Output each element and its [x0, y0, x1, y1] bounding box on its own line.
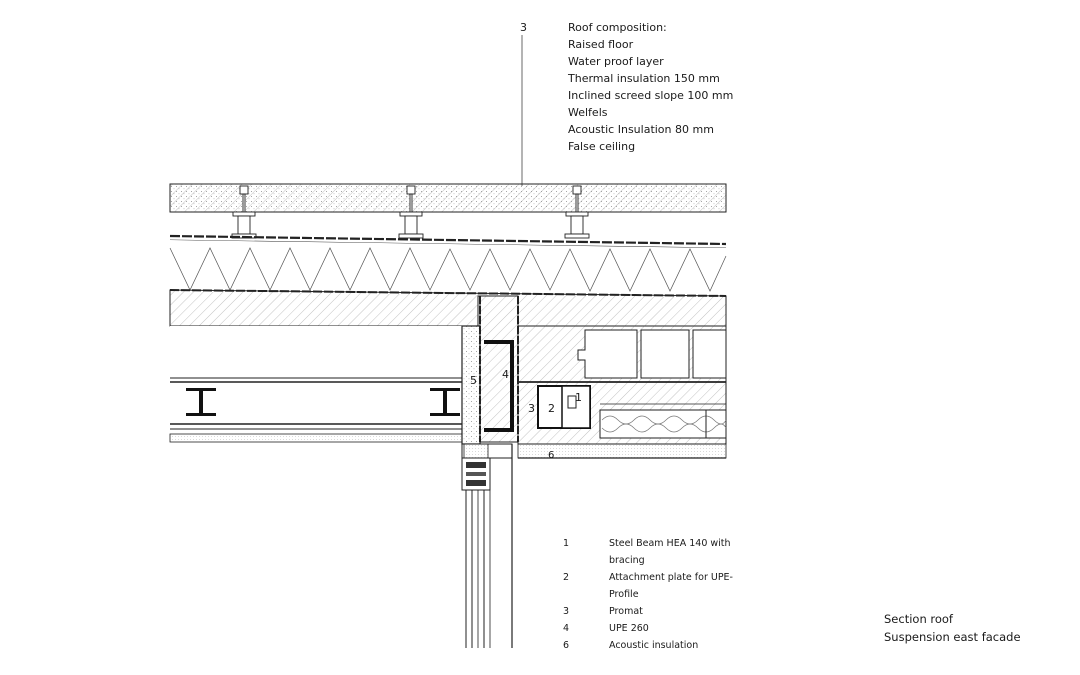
facade-mullion — [461, 443, 513, 648]
label-2: 2 — [548, 402, 555, 415]
raised-floor-slab — [169, 183, 727, 213]
legend-num: 4 — [563, 623, 570, 634]
legend-text: Attachment plate for UPE-Profile — [609, 572, 733, 600]
caption-title: Section roof — [884, 612, 953, 626]
label-6: 6 — [548, 450, 555, 461]
legend-text: Promat — [609, 606, 643, 617]
legend-num: 1 — [563, 538, 570, 549]
label-4: 4 — [502, 368, 509, 381]
legend-text: Acoustic insulation — [609, 640, 699, 651]
label-3: 3 — [528, 402, 535, 415]
legend-num: 3 — [563, 606, 570, 617]
roof-layer-5: Welfels — [568, 106, 608, 119]
roof-composition-title: Roof composition: — [568, 21, 667, 34]
roof-layer-4: Inclined screed slope 100 mm — [568, 89, 734, 102]
roof-layer-3: Thermal insulation 150 mm — [568, 72, 720, 85]
legend-num: 6 — [563, 640, 570, 651]
roof-layer-6: Acoustic Insulation 80 mm — [568, 123, 714, 136]
right-structure — [517, 325, 727, 459]
roof-layer-7: False ceiling — [568, 140, 636, 153]
steel-beam-left — [169, 326, 463, 443]
roof-layer-1: Raised floor — [568, 38, 634, 51]
legend-text: Steel Beam HEA 140 with bracing — [609, 538, 731, 566]
upe-260-profile — [484, 340, 514, 432]
inclined-screed — [169, 289, 727, 327]
legend-num: 2 — [563, 572, 570, 583]
label-5: 5 — [470, 374, 477, 387]
legend-text: UPE 260 — [609, 623, 649, 634]
callout-number: 3 — [520, 21, 527, 34]
label-1: 1 — [575, 391, 582, 404]
caption-subtitle: Suspension east facade — [884, 630, 1021, 644]
roof-layer-2: Water proof layer — [568, 55, 664, 68]
thermal-insulation — [169, 240, 727, 296]
